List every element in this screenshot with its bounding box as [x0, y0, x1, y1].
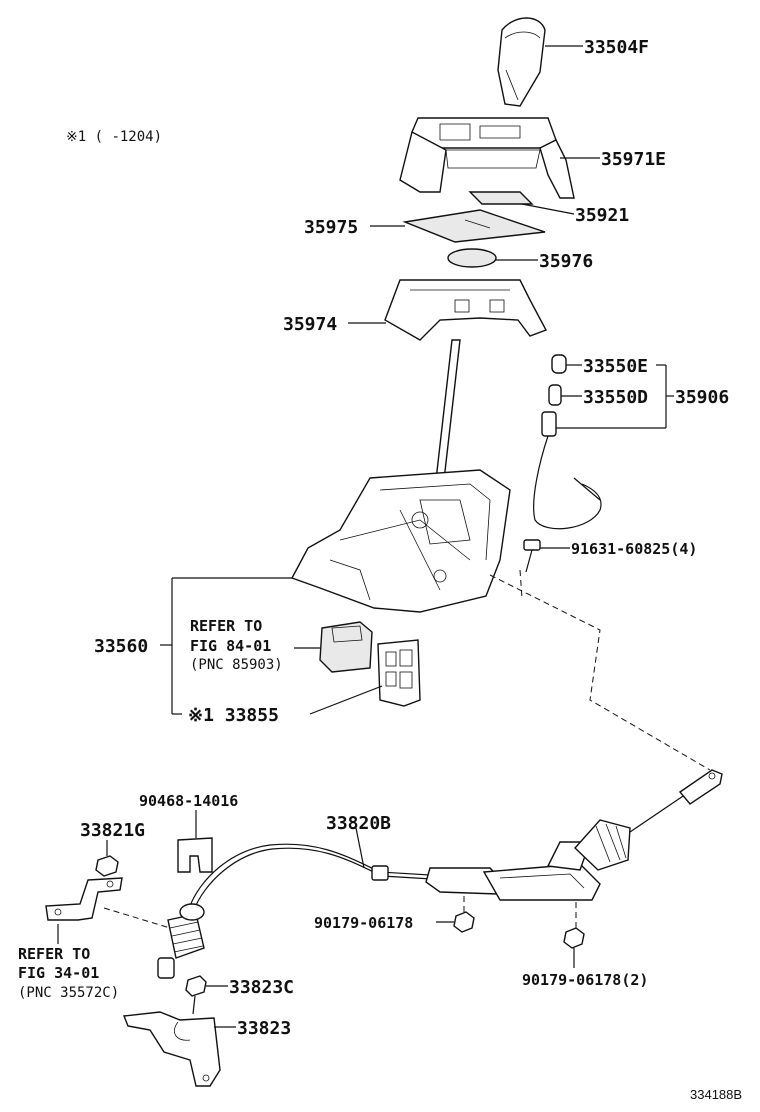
label-35971E: 35971E — [601, 149, 666, 170]
shift-control-cable — [157, 769, 723, 979]
label-33820B: 33820B — [326, 813, 391, 834]
bolt-33823C — [185, 975, 207, 1015]
label-33821G: 33821G — [80, 820, 145, 841]
label-33550D: 33550D — [583, 387, 648, 408]
refer-fig34-line2: FIG 34-01 — [18, 964, 99, 982]
refer-fig34-line1: REFER TO — [18, 945, 90, 963]
leader-35921 — [521, 203, 575, 215]
housing-cover — [384, 279, 547, 341]
label-91631: 91631-60825(4) — [571, 540, 697, 558]
label-35921: 35921 — [575, 205, 629, 226]
nut-90179-b — [563, 927, 585, 949]
slide-plate — [402, 209, 546, 243]
label-33550E: 33550E — [583, 356, 648, 377]
refer-fig84-line1: REFER TO — [190, 617, 262, 635]
nut-90179-a — [453, 911, 475, 933]
refer-fig34-line3: (PNC 35572C) — [18, 985, 119, 1001]
cable-end-33550D — [548, 384, 562, 406]
label-90179-a: 90179-06178 — [314, 914, 413, 932]
shift-lever-rod — [435, 339, 461, 481]
figure-id: 334188B — [690, 1087, 742, 1102]
refer-fig84-line2: FIG 84-01 — [190, 637, 271, 655]
position-switch-33855 — [377, 639, 421, 707]
label-90468: 90468-14016 — [139, 792, 238, 810]
label-33823C: 33823C — [229, 977, 294, 998]
refer-fig84-line3: (PNC 85903) — [190, 657, 283, 673]
connector-85903 — [319, 621, 373, 673]
bolt-91631 — [523, 539, 541, 573]
cable-cap-33550E — [551, 354, 567, 374]
position-indicator — [447, 248, 497, 268]
cable-bracket-33823 — [123, 1011, 221, 1087]
indicator-plate — [468, 191, 534, 205]
label-35906: 35906 — [675, 387, 729, 408]
label-35976: 35976 — [539, 251, 593, 272]
label-35975: 35975 — [304, 217, 358, 238]
leader-33820B — [355, 827, 365, 869]
shift-lever-assembly — [291, 469, 511, 613]
label-33855: ※1 33855 — [188, 705, 279, 726]
note-applicability: ※1 ( -1204) — [66, 129, 162, 145]
shift-lock-cable — [533, 354, 602, 530]
guide-dashed-upper — [489, 574, 711, 771]
nut-33821G — [95, 855, 119, 877]
label-33560: 33560 — [94, 636, 148, 657]
label-33504F: 33504F — [584, 37, 649, 58]
shift-knob — [497, 17, 546, 107]
shift-bezel — [399, 117, 575, 199]
label-33823: 33823 — [237, 1018, 291, 1039]
leader-33855 — [309, 685, 383, 715]
label-35974: 35974 — [283, 314, 337, 335]
cable-bracket-rear — [45, 877, 123, 921]
clip-90468 — [177, 837, 213, 873]
label-90179-b: 90179-06178(2) — [522, 971, 648, 989]
